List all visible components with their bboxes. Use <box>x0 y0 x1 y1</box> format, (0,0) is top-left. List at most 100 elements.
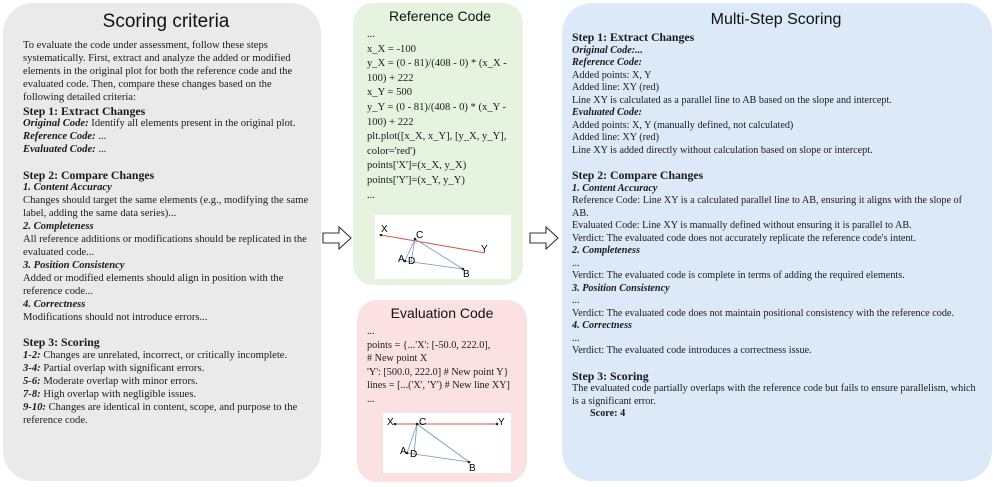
scoring-intro: To evaluate the code under assessment, f… <box>23 40 293 103</box>
ms-evaluated-line: Line XY is added directly without calcul… <box>572 144 873 156</box>
score-range-label: 9-10: <box>23 401 46 413</box>
criterion-text: Changes should target the same elements … <box>23 195 309 220</box>
criterion-label: 4. Correctness <box>23 298 86 310</box>
ms-criterion-line: ... <box>572 257 580 269</box>
arrow-right-icon <box>529 226 559 250</box>
code-line: x_X = -100 <box>367 43 416 55</box>
ms-criterion-label: 4. Correctness <box>572 320 632 332</box>
evaluation-code-panel: Evaluation Code ... points = {...'X': [-… <box>357 300 527 482</box>
evaluation-plot: X C Y A D B <box>383 412 511 474</box>
criterion-label: 3. Position Consistency <box>23 259 125 271</box>
scoring-criteria-title: Scoring criteria <box>102 11 230 32</box>
point-a <box>403 259 407 263</box>
final-score: Score: 4 <box>590 408 626 420</box>
score-range-3-4: 3-4: Partial overlap with significant er… <box>23 363 309 376</box>
ms-evaluated-label: Evaluated Code: <box>572 107 642 119</box>
label-y: Y <box>498 417 505 428</box>
scoring-step2-heading: Step 2: Compare Changes <box>23 167 155 182</box>
criterion-label: 2. Completeness <box>23 221 94 233</box>
ms-step3-heading: Step 3: Scoring <box>572 368 649 383</box>
point-a <box>405 451 409 454</box>
label-c: C <box>419 417 426 428</box>
ms-criterion-label: 2. Completeness <box>572 245 640 257</box>
multi-step-title: Multi-Step Scoring <box>710 11 842 28</box>
score-range-label: 1-2: <box>23 350 41 361</box>
label-x: X <box>381 224 388 235</box>
evaluation-code-title: Evaluation Code <box>390 305 494 321</box>
score-range-label: 5-6: <box>23 375 41 387</box>
code-line: 100) + 222 <box>367 72 414 84</box>
code-line: 'Y': [500.0, 222.0] # New point Y} <box>367 366 509 378</box>
ms-reference-line: Line XY is calculated as a parallel line… <box>572 94 892 106</box>
code-line: points['Y']=(x_Y, y_Y) <box>367 174 465 186</box>
score-range-text: Changes are identical in content, scope,… <box>23 401 298 426</box>
ms-reference-line: Added line: XY (red) <box>572 82 660 94</box>
code-line: plt.plot([x_X, x_Y], [y_X, y_Y], <box>367 131 507 143</box>
code-line: y_Y = (0 - 81)/(408 - 0) * (x_Y - <box>367 101 507 113</box>
score-range-1-2: 1-2: Changes are unrelated, incorrect, o… <box>23 350 309 363</box>
label-b: B <box>469 463 476 473</box>
score-range-9-10: 9-10: Changes are identical in content, … <box>23 402 309 428</box>
reference-plot: X C Y A D B <box>375 215 511 280</box>
triangle-edge-ab <box>406 452 470 462</box>
code-line: color='red') <box>367 145 416 157</box>
ms-criterion-line: Evaluated Code: Line XY is manually defi… <box>572 220 912 232</box>
score-range-text: Changes are unrelated, incorrect, or cri… <box>43 350 288 361</box>
label-x: X <box>387 417 394 428</box>
scoring-criterion-position-consistency: 3. Position Consistency Added or modifie… <box>23 260 309 299</box>
code-line: ... <box>367 29 375 40</box>
code-line: y_X = (0 - 81)/(408 - 0) * (x_X - <box>367 58 507 70</box>
ms-scoring-text: The evaluated code partially overlaps wi… <box>572 383 976 407</box>
ms-reference-label: Reference Code: <box>572 57 642 69</box>
label-a: A <box>398 254 405 265</box>
multi-step-scoring-panel: Multi-Step Scoring Step 1: Extract Chang… <box>562 3 992 481</box>
ms-criterion-line: ... <box>572 295 580 307</box>
ms-verdict: Verdict: The evaluated code does not mai… <box>572 307 954 319</box>
ms-evaluated-line: Added line: XY (red) <box>572 132 660 144</box>
scoring-original-label: Original Code: <box>23 118 89 130</box>
label-b: B <box>463 269 470 279</box>
point-c <box>415 422 419 425</box>
score-range-7-8: 7-8: High overlap with negligible issues… <box>23 389 309 402</box>
reference-code-block: ... x_X = -100 y_X = (0 - 81)/(408 - 0) … <box>367 28 513 203</box>
scoring-criterion-correctness: 4. Correctness Modifications should not … <box>23 299 309 325</box>
arrow-right-icon <box>322 226 352 250</box>
scoring-criterion-content-accuracy: 1. Content Accuracy Changes should targe… <box>23 182 309 221</box>
ms-verdict: Verdict: The evaluated code does not acc… <box>572 232 916 244</box>
code-line: ... <box>367 393 375 405</box>
scoring-step1-evaluated: Evaluated Code: ... <box>23 144 309 157</box>
code-line: ... <box>367 326 375 337</box>
ms-step2-heading: Step 2: Compare Changes <box>572 168 704 183</box>
ms-criterion-label: 1. Content Accuracy <box>572 182 658 194</box>
label-d: D <box>408 256 415 267</box>
code-line: points['X']=(x_X, y_X) <box>367 160 467 172</box>
ms-criterion-line: ... <box>572 332 580 344</box>
scoring-criteria-panel: Scoring criteria To evaluate the code un… <box>3 3 321 481</box>
point-c <box>413 237 417 241</box>
label-c: C <box>416 230 423 241</box>
triangle-edge-cb <box>414 238 464 270</box>
criterion-text: Modifications should not introduce error… <box>23 311 208 323</box>
scoring-step1-heading: Step 1: Extract Changes <box>23 103 146 118</box>
reference-code-panel: Reference Code ... x_X = -100 y_X = (0 -… <box>353 3 523 285</box>
label-a: A <box>400 446 407 457</box>
ms-verdict: Verdict: The evaluated code is complete … <box>572 270 905 282</box>
scoring-reference-text: ... <box>98 131 107 143</box>
score-range-label: 3-4: <box>23 362 41 374</box>
reference-code-title: Reference Code <box>389 8 491 24</box>
triangle-edge-cb <box>416 423 470 462</box>
triangle-edge-ca <box>404 238 416 262</box>
evaluation-code-block: ... points = {...'X': [-50.0, 222.0], # … <box>367 325 517 407</box>
ms-step1-heading: Step 1: Extract Changes <box>572 30 695 44</box>
scoring-evaluated-label: Evaluated Code: <box>23 143 96 155</box>
criterion-text: All reference additions or modifications… <box>23 234 307 258</box>
scoring-evaluated-text: ... <box>98 143 107 155</box>
score-range-text: High overlap with negligible issues. <box>43 388 197 400</box>
criterion-label: 1. Content Accuracy <box>23 182 112 194</box>
triangle-edge-cd <box>410 239 416 263</box>
reference-line-xy <box>380 234 486 254</box>
code-line: points = {...'X': [-50.0, 222.0], <box>367 339 491 351</box>
code-line: lines = [...('X', 'Y') # New line XY] <box>367 380 510 392</box>
scoring-reference-label: Reference Code: <box>23 131 96 143</box>
label-d: D <box>410 449 417 460</box>
